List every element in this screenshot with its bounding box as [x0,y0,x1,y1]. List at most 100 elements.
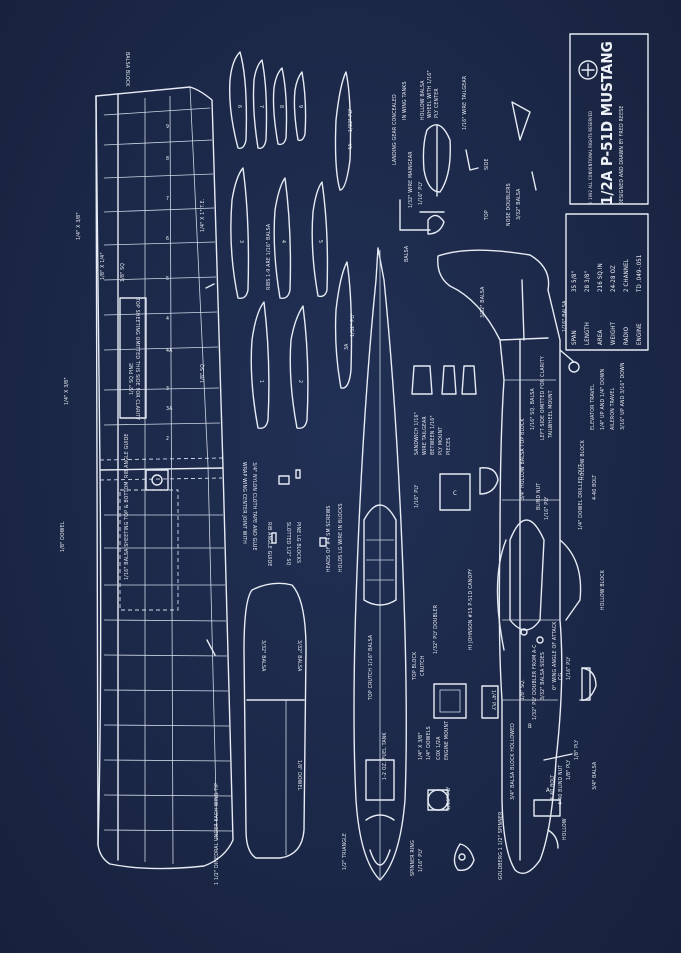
gear-label-hollow: HOLLOW BALSA [420,80,426,120]
stab-label-balsa-a: 3/32" BALSA [260,640,266,672]
rib-number: 8 [278,105,284,108]
wing-label-spar-top: 1/4" X 3/8" [76,212,82,240]
rib-number: 4 [280,240,286,243]
fuse-label-dowels: 1/4" X 3/8" [418,732,424,760]
side-label-tailwheel: TAILWHEEL MOUNT [548,390,554,439]
side-label-blind-nut: BLIND NUT [536,483,542,510]
fuse-label-dowels2: 1/4" DOWELS [426,726,432,760]
gear-label-tailgear: 1/16" WIRE TAILGEAR [462,75,468,130]
wing-label-pine: 1/2" SQ PINE [129,363,135,395]
gear-label-center: PLY CENTER [434,88,440,118]
spec-value: 216 SQ.IN [597,263,604,292]
spec-label: RADIO [623,327,630,345]
spec-value: TD .049-.051 [636,254,643,293]
gear-label-nose2: 3/32" BALSA [516,188,522,220]
wing-label-rib-guide: RIB ANGLE GUIDE [124,433,130,478]
side-label-bolt: 4-40 BOLT [592,475,598,500]
wing-label-te: 1/4" X 1" T.E. [200,199,206,232]
wing-plan-view: BALSA BLOCK 1/4" X 3/8" 1/8" X 1/4" 1/8"… [60,52,327,885]
spec-row: RADIO 2 CHANNEL [623,259,630,345]
wing-label-slotted: SLOTTED 1/2" SQ [285,522,291,566]
fuse-label-ply-sixteenth: 1/16" PLY [446,787,452,810]
side-label-wing-angle: 0° WING ANGLE OF ATTACK [552,621,558,690]
wing-label-pine-blocks: PINE LG BLOCKS [295,522,301,563]
rib-number: 5 [166,276,169,282]
wing-label-balsa-sheeting: 1/16" BALSA SHEETING TOP & BOTTOM [124,481,130,580]
fuse-label-mount: ENGINE MOUNT [444,721,450,760]
wing-label-spar-mid: 1/8" X 1/4" [100,252,106,280]
rib-number: 9 [166,124,169,130]
spec-row: AREA 216 SQ.IN [597,263,604,345]
rib-number: 2 [166,436,169,442]
gear-label-top: TOP [484,210,490,221]
gear-label-nose: NOSE DOUBLERS [506,183,512,226]
spec-label: ENGINE [636,323,643,345]
fuse-label-crutch: TOP CRUTCH 1/16" BALSA [368,634,374,701]
side-label-a: A [546,787,550,794]
fuse-label-spinner-ring: SPINNER RING [410,840,416,876]
rib-number: 3 [238,240,244,243]
gear-label-balsa: BALSA [404,245,410,262]
side-label-hollowed: 3/4" BALSA BLOCK HOLLOWED [510,723,516,800]
wing-label-sq-b: 1/8" SQ [200,364,206,383]
rib-label-3a: 3A [344,343,350,350]
wing-ribs: 6 7 8 9 3 4 5 1 2 4A 1/32" PLY 3A 1/32" … [229,51,356,572]
landing-gear-details: LANDING GEAR CONCEALED IN WING TANKS 1/3… [392,70,537,511]
fuse-label-cox: COX 1/2A [436,736,442,760]
rib-number: 3 [166,386,169,392]
rib-numbers: 6 7 8 9 3 4 5 1 2 [236,105,323,383]
rib-label-ply-3a: 1/32" PLY [350,314,356,337]
fuse-label-crutch2: CRUTCH [420,655,426,676]
gear-label-between: BETWEEN 1/16" [430,415,436,455]
spec-value: 35 5/8" [571,271,578,292]
fuse-label-fuel: 1-2 OZ. FUEL TANK [382,732,388,780]
rib-label-screws: HEADS OF #4 SM SCREWS [326,505,332,572]
rib-number: 6 [166,236,169,242]
rib-label-holds: HOLDS LG WIRE IN BLOCKS [338,503,344,572]
fuse-label-spinner: GOLDBERG 1 1/2" SPINNER [498,811,504,880]
side-label-fin-balsa: 3/32" BALSA [480,286,486,318]
rib-number: 7 [258,105,264,108]
rib-number: 5 [317,240,323,243]
side-label-doubler: 1/32" PLY DOUBLER FROM A-C [532,644,538,720]
wing-label-dihedral: 1 1/2" DIHEDRAL UNDER EACH WING TIP [214,783,220,885]
side-label-sides: 3/32" BALSA SIDES [540,652,546,700]
rib-number: 2 [297,380,303,383]
wing-label-sq-a: 1/8" SQ [120,263,126,282]
side-label-sq2: 1/8" SQ. [520,679,526,700]
side-label-dowel-drilled: 1/4" DOWEL DRILLED OUT [578,464,584,530]
side-label-hollow-nose: HOLLOW [562,818,568,840]
spec-label: AREA [597,330,604,345]
gear-label-sandwich: SANDWICH 1/16" [414,412,420,455]
rib-number: 3A [166,406,173,412]
side-label-ply2: 1/16" PLY [544,497,550,520]
title-block: 1/2A P-51D MUSTANG DESIGNED AND DRAWN BY… [569,33,649,205]
fuse-label-spinner-ply: 1/16" PLY [418,849,424,872]
fuse-label-ply-quarter: 1/4" PLY [490,690,496,710]
wing-label-rib-angle: RIB ANGLE GUIDE [266,522,272,567]
rib-number: 1 [258,380,264,383]
gear-label-wire: 1/32" WIRE MAINGEAR [408,151,414,208]
drawing-copyright: © 1992 ALL CONVENTIONAL RIGHTS RESERVED [588,111,593,205]
wing-label-le-spar: 1/4" X 3/8" [64,377,70,405]
spec-label: WEIGHT [610,321,617,345]
gear-label-wheel: WHEEL WITH 1/16" [427,70,433,118]
gear-label-tanks: IN WING TANKS [402,81,408,120]
side-label-aileron-vals: 3/16" UP AND 3/16" DOWN [620,362,626,430]
wing-label-nylon: 3/4" NYLON CLOTH TAPE AND GLUE [251,462,257,551]
spec-table: SPAN 35 5/8" LENGTH 28 3/8" AREA 216 SQ.… [565,213,649,351]
spec-row: ENGINE TD .049-.051 [636,254,643,345]
wing-label-balsa-block: BALSA BLOCK [124,52,130,87]
side-label-aileron: AILERON TRAVEL [610,388,616,430]
spec-value: 24-28 OZ [610,265,617,292]
wing-rib-numbers: 2 3A 3 4A 4 5 6 7 8 9 [166,124,173,442]
side-label-left-side: LEFT SIDE OMITTED FOR CLARITY [540,356,546,440]
side-label-b: B [528,723,532,730]
fuselage-top-view: TOP CRUTCH 1/16" BALSA 1-2 OZ. FUEL TANK… [353,247,504,881]
gear-label-ply-c: 1/16" PLY [414,485,420,508]
side-label-elevator-vals: 1/4" UP AND 1/4" DOWN [600,368,606,430]
side-label-hollow-top: 3/4" HOLLOW BALSA TOP BLOCK [520,418,526,500]
wing-label-wrap: WRAP WING CENTER JOINT WITH [241,462,247,544]
